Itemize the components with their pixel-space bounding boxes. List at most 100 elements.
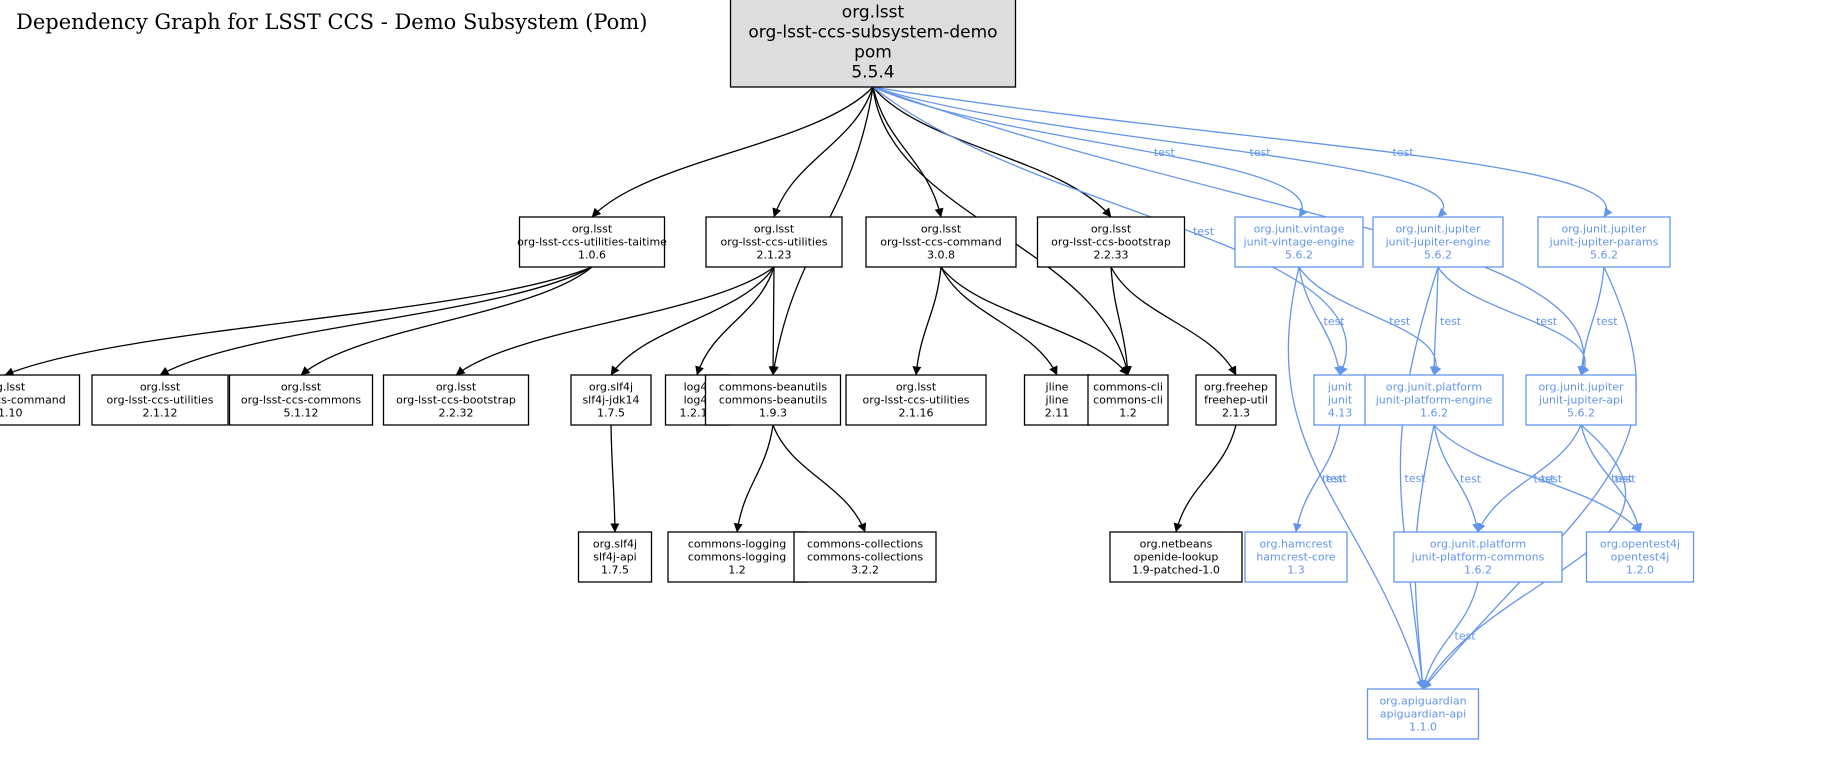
edge-label: test (1326, 472, 1348, 485)
edge-util_2123-to-slf4j_jdk14 (610, 266, 775, 376)
edge-label: test (1405, 472, 1427, 485)
node-label-line: jline (1045, 394, 1069, 407)
edge-line (1429, 266, 1439, 376)
node-box (865, 216, 1017, 268)
node-label-line: org.freehep (1204, 381, 1268, 394)
edge-line (733, 424, 774, 533)
node-platform-engine: org.junit.platformjunit-platform-engine1… (1364, 374, 1504, 426)
node-label-line: pom (854, 43, 892, 63)
edge-line (300, 266, 593, 376)
node-label-line: 2.1.12 (143, 407, 178, 420)
edge-label: test (1541, 473, 1563, 486)
edge-root-to-util_taitime (591, 86, 874, 218)
node-box (845, 374, 987, 426)
node-label-line: freehep-util (1204, 394, 1268, 407)
node-label-line: 2.2.33 (1094, 249, 1129, 262)
node-box (793, 531, 937, 583)
node-box (729, 0, 1017, 88)
node-box (1537, 216, 1671, 268)
edge-freehep-to-openide (1173, 424, 1237, 533)
edge-util_2123-to-bootstrap_2232 (455, 266, 775, 376)
edge-line (695, 266, 775, 376)
edge-line (872, 86, 1308, 218)
node-box (1244, 531, 1348, 583)
node-label-line: hamcrest-core (1256, 551, 1336, 564)
edge-jupiter_params-to-apiguardian: test (1422, 266, 1637, 690)
edge-label: test (1440, 315, 1462, 328)
node-jupiter-params: org.junit.jupiterjunit-jupiter-params5.6… (1537, 216, 1671, 268)
edge-line (591, 86, 874, 218)
node-label-line: 5.6.2 (1567, 407, 1595, 420)
node-box (1087, 374, 1169, 426)
edge-label: test (1250, 146, 1272, 159)
edge-bootstrap_2233-to-freehep (1110, 266, 1237, 376)
node-label-line: log4j (684, 381, 711, 394)
edge-line (1420, 581, 1479, 690)
node-box (705, 216, 843, 268)
edge-jupiter_engine-to-apiguardian: test (1399, 266, 1439, 690)
node-label-line: 1.9.3 (759, 407, 787, 420)
node-label-line: 2.1.23 (757, 249, 792, 262)
node-box (704, 374, 842, 426)
edge-util_taitime-to-commons_5112 (300, 266, 593, 376)
node-label-line: opentest4j (1611, 551, 1670, 564)
edge-vintage-to-junit: test (1298, 266, 1345, 376)
node-openide: org.netbeansopenide-lookup1.9-patched-1.… (1109, 531, 1243, 583)
edge-line (940, 266, 1058, 376)
edge-util_2123-to-beanutils (768, 266, 778, 376)
edge-root-to-jupiter_engine: test (872, 86, 1448, 218)
node-label-line: commons-cli (1093, 381, 1163, 394)
node-label-line: 5.6.2 (1285, 249, 1313, 262)
edge-line (872, 86, 944, 218)
node-box (577, 531, 653, 583)
node-label-line: org-lsst-ccs-bootstrap (1051, 236, 1171, 249)
edge-label: test (1322, 473, 1344, 486)
node-label-line: junit (1327, 381, 1353, 394)
node-label-line: junit-jupiter-params (1549, 236, 1659, 249)
node-label-line: commons-collections (807, 538, 923, 551)
node-box (228, 374, 374, 426)
edge-bootstrap_2233-to-commons_cli (1110, 266, 1132, 376)
node-label-line: 5.1.12 (284, 407, 319, 420)
edge-jupiter_engine-to-jupiter_api: test (1437, 266, 1590, 376)
node-box (1366, 688, 1480, 740)
node-label-line: 1.7.5 (601, 564, 629, 577)
node-label-line: 2.1.3 (1222, 407, 1250, 420)
node-label-line: org.slf4j (589, 381, 633, 394)
edge-slf4j_jdk14-to-slf4j_api (610, 424, 620, 533)
edge-label: test (1455, 630, 1477, 643)
node-util-taitime: org.lsstorg-lsst-ccs-utilities-taitime1.… (517, 216, 667, 268)
edge-line (1437, 266, 1590, 376)
node-label-line: 1.0.6 (578, 249, 606, 262)
edge-line (872, 86, 1448, 218)
node-label-line: 1.2.0 (1626, 564, 1654, 577)
node-box (1585, 531, 1695, 583)
node-box (91, 374, 229, 426)
node-label-line: 2.1.10 (0, 407, 23, 420)
edge-beanutils-to-collections (772, 424, 867, 533)
node-collections: commons-collectionscommons-collections3.… (793, 531, 937, 583)
edge-command_308-to-jline (940, 266, 1058, 376)
node-box (1195, 374, 1277, 426)
node-label-line: org.junit.platform (1430, 538, 1526, 551)
edge-line (1298, 266, 1442, 376)
node-label-line: commons-beanutils (719, 394, 827, 407)
node-label-line: org.apiguardian (1379, 695, 1466, 708)
edge-label: test (1615, 473, 1637, 486)
edge-line (1110, 266, 1132, 376)
node-label-line: org.lsst (572, 223, 613, 236)
edge-beanutils-to-logging (733, 424, 774, 533)
edge-label: test (1393, 146, 1415, 159)
node-box (570, 374, 652, 426)
node-label-line: org.lsst (754, 223, 795, 236)
node-label-line: 1.2 (1119, 407, 1137, 420)
edge-util_taitime-to-util_2112 (159, 266, 593, 376)
node-label-line: junit-platform-engine (1375, 394, 1493, 407)
